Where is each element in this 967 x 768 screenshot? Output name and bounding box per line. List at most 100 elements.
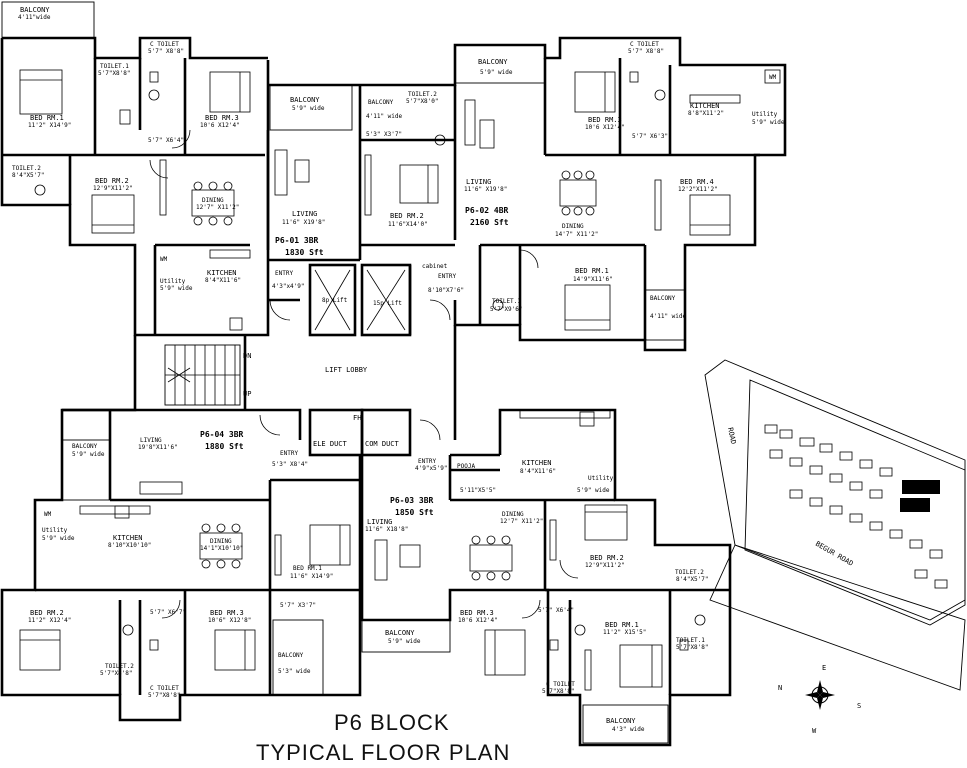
room-label: C TOILET	[150, 685, 179, 692]
room-dim: 5'3" wide	[278, 668, 311, 675]
passage-dim: 5'7" X6'4"	[148, 137, 184, 144]
room-dim: 4'3"x4'9"	[272, 283, 305, 290]
room-dim: 11'6" X19'8"	[282, 219, 325, 226]
room-dim: 5'7"X8'8"	[676, 644, 709, 651]
room-label: Utility	[588, 475, 614, 482]
room-dim: 4'11"wide	[18, 14, 51, 21]
begur-road-label: BEGUR ROAD	[814, 540, 855, 568]
room-dim: 5'9" wide	[42, 535, 75, 542]
room-label: BED RM.4	[680, 178, 714, 186]
room-dim: 11'2" X14'9"	[28, 122, 71, 129]
room-label: ENTRY	[275, 270, 293, 277]
unit-area: 1830 Sft	[285, 248, 324, 257]
ele-duct-label: ELE DUCT	[313, 440, 348, 448]
room-label: BED RM.2	[390, 212, 424, 220]
room-label: BALCONY	[20, 6, 50, 14]
lift-lobby-label: LIFT LOBBY	[325, 366, 368, 374]
compass-n: N	[778, 684, 782, 692]
lift-cars	[314, 269, 406, 331]
room-dim: 5'7" X8'8"	[148, 48, 184, 55]
room-label: BED RM.1	[293, 565, 322, 572]
unit-area: 1850 Sft	[395, 508, 434, 517]
room-dim: 14'9"X11'6"	[573, 276, 613, 283]
room-label: BALCONY	[606, 717, 636, 725]
room-dim: 4'9"x5'9"	[415, 465, 448, 472]
room-label: Utility	[160, 278, 186, 285]
compass-s: S	[857, 702, 861, 710]
unit-name: P6-04 3BR	[200, 430, 244, 439]
room-label: BALCONY	[72, 443, 98, 450]
room-label: TOILET.2	[105, 663, 134, 670]
balconies	[1, 1, 686, 744]
wm-label: WM	[44, 511, 52, 518]
room-dim: 5'7"X8'8"	[542, 688, 575, 695]
passage-dim: 5'7" X6'3"	[632, 133, 668, 140]
room-dim: 12'7" X11'2"	[500, 518, 543, 525]
core-labels: LIFT LOBBY 8p Lift 15p Lift cabinet DN U…	[44, 74, 777, 518]
room-label: C TOILET	[150, 41, 179, 48]
room-dim: 10'6 X12'4"	[200, 122, 240, 129]
room-label: LIVING	[140, 437, 162, 444]
furniture	[19, 69, 781, 691]
room-dim: 11'6" X18'8"	[365, 526, 408, 533]
room-label: LIVING	[367, 518, 392, 526]
drawing-title: P6 BLOCK TYPICAL FLOOR PLAN	[256, 710, 509, 765]
room-label: LIVING	[292, 210, 317, 218]
compass-w: W	[812, 727, 817, 735]
room-dim: 5'7"X8'0"	[406, 98, 439, 105]
passage-dim: 5'7" X3'7"	[280, 602, 316, 609]
unit-name: P6-02 4BR	[465, 206, 509, 215]
room-dim: 12'2"X11'2"	[678, 186, 718, 193]
compass-icon: N S E W	[778, 664, 861, 735]
room-dim: 10'6 X12'4"	[585, 124, 625, 131]
room-dim: 5'9" wide	[160, 285, 193, 292]
room-label: DINING	[502, 511, 524, 518]
room-label: POOJA	[457, 463, 475, 470]
room-dim: 12'9"X11'2"	[585, 562, 625, 569]
room-dim: 14'1"X10'10"	[200, 545, 243, 552]
room-dim: 5'7"X9'6"	[490, 306, 523, 313]
room-label: Utility	[752, 111, 778, 118]
room-dim: 8'8"X11'2"	[688, 110, 724, 117]
room-label: ENTRY	[418, 458, 436, 465]
room-dim: 8'4"X11'6"	[205, 277, 241, 284]
room-label: BALCONY	[368, 99, 394, 106]
room-label: KITCHEN	[207, 269, 237, 277]
wm-label: WM	[769, 74, 777, 81]
wm-label: WM	[160, 256, 168, 263]
room-dim: 10'6" X12'8"	[208, 617, 251, 624]
unit-name: P6-01 3BR	[275, 236, 319, 245]
unit-labels: P6-01 3BR 1830 Sft P6-02 4BR 2160 Sft P6…	[200, 206, 509, 517]
room-label: BED RM.3	[460, 609, 494, 617]
room-label: BED RM.1	[605, 621, 639, 629]
room-dim: 5'9" wide	[72, 451, 105, 458]
room-label: BED RM.2	[30, 609, 64, 617]
room-label: DINING	[202, 197, 224, 204]
key-plan: ROAD BEGUR ROAD	[704, 359, 966, 691]
room-label: KITCHEN	[522, 459, 552, 467]
compass-e: E	[822, 664, 826, 672]
room-dim: 8'4"X5'7"	[676, 576, 709, 583]
room-label: DINING	[210, 538, 232, 545]
room-dim: 11'6"X14'0"	[388, 221, 428, 228]
room-dim: 8'10"X10'10"	[108, 542, 151, 549]
room-label: Utility	[42, 527, 68, 534]
doors	[149, 129, 579, 619]
room-dim: 8'4"X11'6"	[520, 468, 556, 475]
passage-dim: 5'7" X6'7"	[150, 609, 186, 616]
room-labels: BALCONY 4'11"wide C TOILET 5'7" X8'8" TO…	[12, 6, 785, 733]
room-label: BED RM.2	[95, 177, 129, 185]
room-dim: 5'7"X8'8"	[148, 692, 181, 699]
room-label: BED RM.1	[30, 114, 64, 122]
room-dim: 11'2" X12'4"	[28, 617, 71, 624]
room-dim: 4'11" wide	[366, 113, 403, 120]
room-dim: 5'9" wide	[480, 69, 513, 76]
room-label: ENTRY	[280, 450, 298, 457]
highlighted-block	[902, 480, 940, 494]
road-label: ROAD	[726, 427, 737, 445]
room-label: C TOILET	[630, 41, 659, 48]
room-label: BALCONY	[290, 96, 320, 104]
room-label: ENTRY	[438, 273, 456, 280]
room-dim: 5'9" wide	[752, 119, 785, 126]
